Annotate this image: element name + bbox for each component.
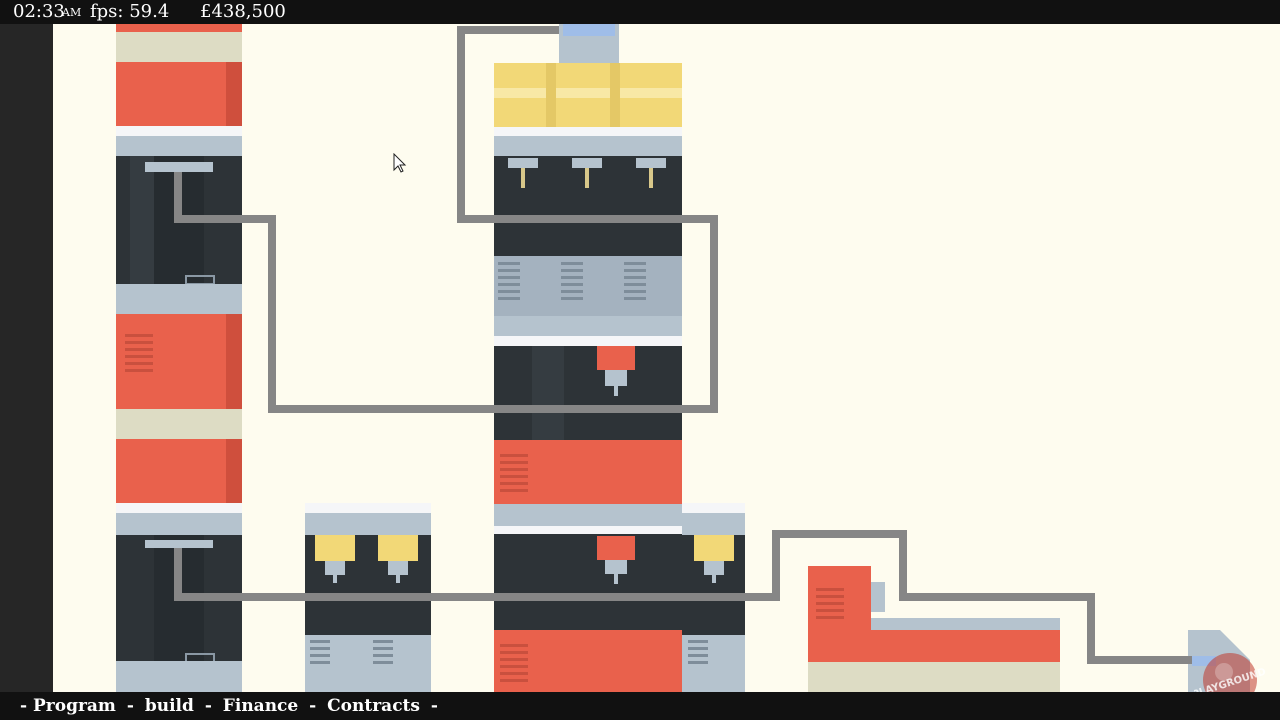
conveyor-belts[interactable] [174,26,1192,664]
menu-separator: - [309,696,317,716]
game-clock: 02:33 [13,1,65,22]
bottom-menu-bar: - Program - build - Finance - Contracts … [0,692,1280,720]
menu-separator: - [204,696,212,716]
single-dispenser-machine[interactable] [682,503,745,692]
menu-finance[interactable]: Finance [222,696,299,716]
menu-program[interactable]: Program [32,696,116,716]
fps-counter: fps: 59.4 [90,1,170,22]
factory-floor[interactable] [53,24,1280,692]
top-hud-bar: 02:33 AM fps: 59.4 £438,500 [0,0,1280,24]
game-clock-ampm: AM [62,6,82,19]
money-balance: £438,500 [200,1,286,22]
menu-separator: - [126,696,134,716]
packaging-machine[interactable] [808,566,1060,692]
menu-contracts[interactable]: Contracts [327,696,420,716]
center-machine-column[interactable] [494,24,682,692]
twin-dispenser-machine[interactable] [305,503,431,692]
mouse-pointer-icon [393,153,407,173]
menu-separator: - [20,696,28,716]
main-menu: - Program - build - Finance - Contracts … [20,696,443,716]
menu-separator: - [430,696,438,716]
left-sidebar [0,24,53,692]
factory-canvas[interactable] [53,24,1280,692]
menu-build[interactable]: build [144,696,194,716]
